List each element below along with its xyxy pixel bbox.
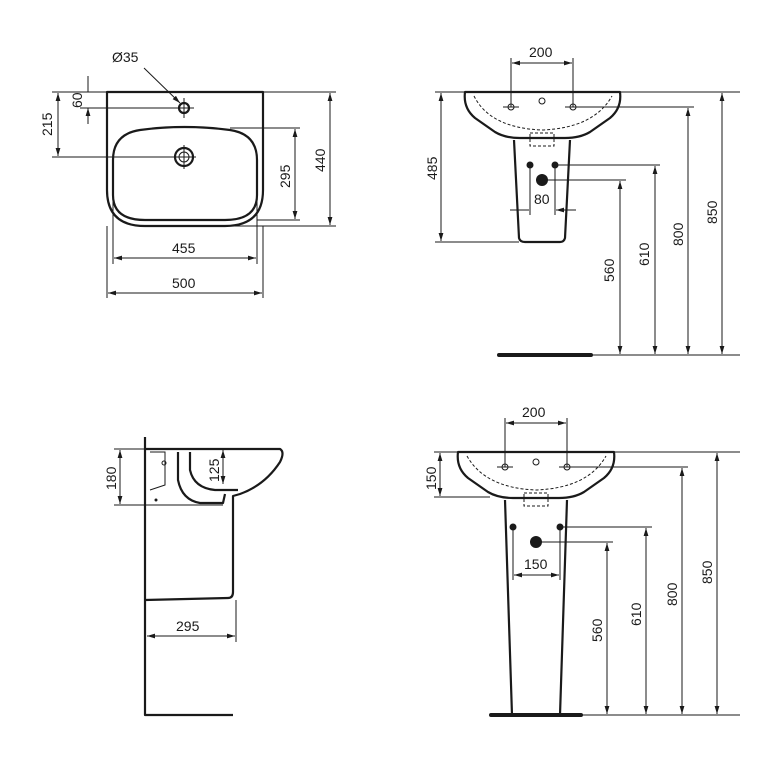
dim-500: 500	[172, 275, 196, 291]
dim-215: 215	[39, 112, 55, 136]
wall	[143, 437, 233, 717]
semi-pedestal	[512, 139, 572, 244]
dim-200: 200	[522, 404, 546, 420]
basin-outline	[456, 450, 616, 500]
dim-850: 850	[704, 200, 720, 224]
dim-80: 80	[534, 191, 550, 207]
dim-610: 610	[636, 242, 652, 266]
front-view-full-pedestal: 200 150 150 560 610 800 850	[423, 404, 740, 717]
dim-610: 610	[628, 602, 644, 626]
pedestal	[503, 499, 569, 716]
basin-outline	[463, 90, 622, 140]
bowl-outline	[111, 125, 259, 222]
dim-485: 485	[424, 156, 440, 180]
dim-150-width: 150	[524, 556, 548, 572]
basin-profile	[144, 447, 284, 602]
dim-850: 850	[699, 560, 715, 584]
dim-295: 295	[277, 164, 293, 188]
front-view-semi-pedestal: 200 485 80 560 610 800 850	[424, 44, 740, 357]
side-view: 180 125 295	[103, 437, 284, 717]
dim-440: 440	[312, 148, 328, 172]
top-view: Ø35 60 215 295 440 455 500	[39, 49, 336, 298]
dim-60: 60	[69, 92, 85, 108]
dim-800: 800	[670, 222, 686, 246]
dim-295: 295	[176, 618, 200, 634]
dim-diameter: Ø35	[112, 49, 139, 65]
dim-560: 560	[601, 258, 617, 282]
dim-560: 560	[589, 618, 605, 642]
dim-800: 800	[664, 582, 680, 606]
dim-455: 455	[172, 240, 196, 256]
dim-200: 200	[529, 44, 553, 60]
dim-125: 125	[206, 458, 222, 482]
dim-150-height: 150	[423, 466, 439, 490]
dim-180: 180	[103, 466, 119, 490]
